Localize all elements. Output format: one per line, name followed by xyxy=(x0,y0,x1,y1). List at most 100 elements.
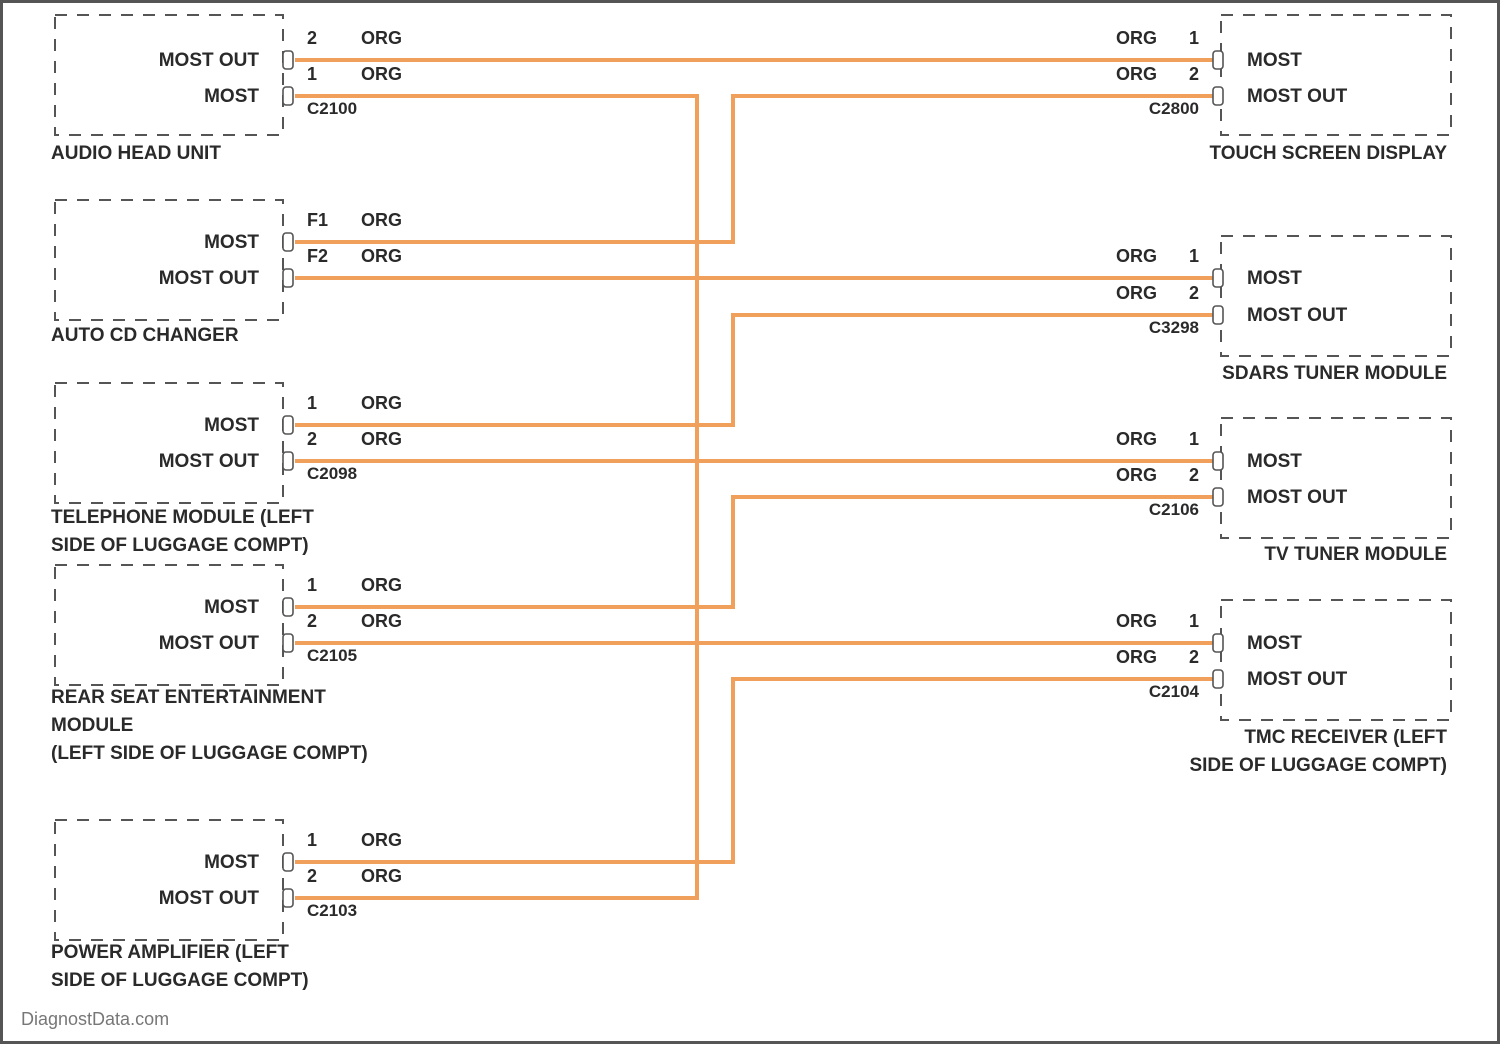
module-left-1 xyxy=(55,15,293,135)
signal-label: MOST xyxy=(204,415,259,436)
pin-terminal xyxy=(1213,452,1223,470)
module-name: AUDIO HEAD UNIT xyxy=(51,143,221,164)
wires-layer xyxy=(295,60,1215,898)
signal-label: MOST OUT xyxy=(1247,487,1348,508)
pin-terminal xyxy=(1213,670,1223,688)
signal-label: MOST OUT xyxy=(159,633,260,654)
wire-color-label: ORG xyxy=(1116,64,1157,84)
wire-color-label: ORG xyxy=(361,28,402,48)
wire-color-label: ORG xyxy=(1116,611,1157,631)
connector-id: C2106 xyxy=(1149,500,1199,519)
pin-terminal xyxy=(283,889,293,907)
wire-color-label: ORG xyxy=(361,830,402,850)
connector-id: C2800 xyxy=(1149,99,1199,118)
pin-number: 1 xyxy=(1189,429,1199,449)
pin-terminal xyxy=(1213,488,1223,506)
pin-terminal xyxy=(283,233,293,251)
pin-terminal xyxy=(1213,306,1223,324)
pin-number: 2 xyxy=(307,611,317,631)
wire-color-label: ORG xyxy=(1116,283,1157,303)
module-name: REAR SEAT ENTERTAINMENT xyxy=(51,687,326,708)
module-name: SIDE OF LUGGAGE COMPT) xyxy=(51,535,309,556)
module-name: SIDE OF LUGGAGE COMPT) xyxy=(1189,755,1447,776)
pin-terminal xyxy=(283,87,293,105)
module-box xyxy=(55,200,283,320)
signal-label: MOST xyxy=(1247,50,1302,71)
pin-terminal xyxy=(1213,634,1223,652)
wire-color-label: ORG xyxy=(1116,28,1157,48)
pin-number: F1 xyxy=(307,210,328,230)
module-name: SIDE OF LUGGAGE COMPT) xyxy=(51,970,309,991)
wire-color-label: ORG xyxy=(1116,429,1157,449)
module-name: TMC RECEIVER (LEFT xyxy=(1244,727,1447,748)
wire-sdars-out-to-tel-in xyxy=(295,315,1215,425)
module-name: POWER AMPLIFIER (LEFT xyxy=(51,942,289,963)
wire-color-label: ORG xyxy=(361,64,402,84)
module-box xyxy=(1221,418,1451,538)
pin-number: 2 xyxy=(1189,647,1199,667)
pin-number: 1 xyxy=(1189,246,1199,266)
wire-color-label: ORG xyxy=(1116,465,1157,485)
module-name: TELEPHONE MODULE (LEFT xyxy=(51,507,314,528)
wire-color-label: ORG xyxy=(1116,647,1157,667)
wire-color-label: ORG xyxy=(361,246,402,266)
module-right-2 xyxy=(1213,236,1451,356)
pin-number: F2 xyxy=(307,246,328,266)
signal-label: MOST OUT xyxy=(1247,305,1348,326)
signal-label: MOST OUT xyxy=(1247,86,1348,107)
pin-terminal xyxy=(283,853,293,871)
signal-label: MOST OUT xyxy=(1247,669,1348,690)
wire-color-label: ORG xyxy=(361,575,402,595)
module-name: AUTO CD CHANGER xyxy=(51,325,239,346)
pin-terminal xyxy=(1213,269,1223,287)
module-box xyxy=(55,820,283,940)
wire-color-label: ORG xyxy=(1116,246,1157,266)
module-box xyxy=(55,15,283,135)
connector-id: C2098 xyxy=(307,464,357,483)
pin-number: 1 xyxy=(307,393,317,413)
wire-tsd-out-to-cdc-in xyxy=(295,96,1215,242)
pin-terminal xyxy=(283,634,293,652)
wire-amp-out-to-ahu-in xyxy=(295,96,697,898)
pin-number: 1 xyxy=(1189,611,1199,631)
pin-terminal xyxy=(283,598,293,616)
wire-color-label: ORG xyxy=(361,429,402,449)
module-left-4 xyxy=(55,565,293,685)
module-right-4 xyxy=(1213,600,1451,720)
pin-number: 1 xyxy=(307,64,317,84)
signal-label: MOST xyxy=(1247,633,1302,654)
module-name: (LEFT SIDE OF LUGGAGE COMPT) xyxy=(51,743,368,764)
signal-label: MOST xyxy=(204,597,259,618)
signal-label: MOST xyxy=(204,232,259,253)
wire-tv-out-to-rse-in xyxy=(295,497,1215,607)
connector-id: C2104 xyxy=(1149,682,1200,701)
wire-color-label: ORG xyxy=(361,210,402,230)
module-left-5 xyxy=(55,820,293,940)
module-name: TV TUNER MODULE xyxy=(1264,544,1447,565)
connector-id: C3298 xyxy=(1149,318,1199,337)
pin-number: 2 xyxy=(307,429,317,449)
connector-id: C2100 xyxy=(307,99,357,118)
module-left-2 xyxy=(55,200,293,320)
pin-number: 1 xyxy=(307,575,317,595)
pin-terminal xyxy=(1213,87,1223,105)
signal-label: MOST OUT xyxy=(159,50,260,71)
wire-tmc-out-to-amp-in xyxy=(295,679,1215,862)
signal-label: MOST xyxy=(204,852,259,873)
module-box xyxy=(55,565,283,685)
connector-id: C2105 xyxy=(307,646,357,665)
module-left-3 xyxy=(55,383,293,503)
signal-label: MOST OUT xyxy=(159,451,260,472)
module-box xyxy=(1221,236,1451,356)
module-box xyxy=(55,383,283,503)
wire-color-label: ORG xyxy=(361,393,402,413)
pin-terminal xyxy=(283,452,293,470)
pin-terminal xyxy=(1213,51,1223,69)
pin-number: 2 xyxy=(1189,283,1199,303)
watermark: DiagnostData.com xyxy=(21,1009,169,1029)
module-name: MODULE xyxy=(51,715,133,736)
pin-number: 2 xyxy=(1189,64,1199,84)
module-name: TOUCH SCREEN DISPLAY xyxy=(1209,143,1447,164)
